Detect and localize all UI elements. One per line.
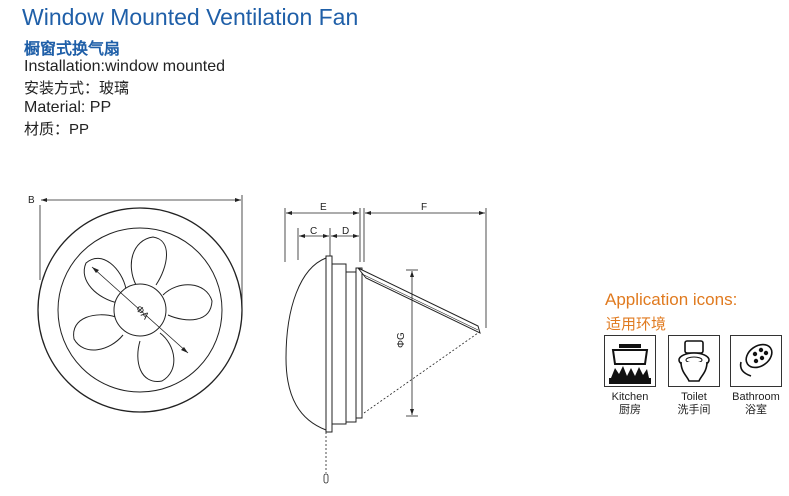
kitchen-icon: [604, 335, 656, 387]
dim-d-arrow-right: [353, 234, 359, 238]
dim-f-label: F: [421, 202, 427, 213]
dim-b-arrow-right: [235, 198, 241, 202]
application-item-kitchen: Kitchen 厨房: [598, 335, 662, 417]
dim-a-arrow-end: [181, 347, 188, 353]
fan-blades: [73, 236, 213, 382]
application-item-toilet: Toilet 洗手间: [662, 335, 726, 417]
inner-ring: [57, 227, 223, 393]
fan-body-rear: [331, 263, 347, 425]
shutter-flap-edge: [361, 273, 479, 331]
material-en: Material: PP: [24, 99, 112, 116]
outer-ring: [37, 207, 243, 413]
application-label-bathroom-cn: 浴室: [745, 404, 767, 416]
application-label-toilet-cn: 洗手间: [677, 404, 711, 416]
dim-f-arrow-left: [365, 211, 371, 215]
fan-body-back: [345, 271, 357, 423]
dim-g-arrow-top: [410, 271, 414, 277]
dim-c-arrow-left: [299, 234, 305, 238]
application-label-toilet: Toilet: [681, 391, 707, 403]
fan-body-front: [285, 257, 327, 431]
pull-cord-handle: [323, 473, 329, 484]
application-item-bathroom: Bathroom 浴室: [724, 335, 788, 417]
dim-e-label: E: [320, 202, 327, 213]
dim-c-label: C: [310, 226, 317, 237]
dim-f-arrow-right: [479, 211, 485, 215]
shutter-flap: [357, 267, 481, 334]
side-view-drawing: E F C D ΦG: [284, 202, 487, 484]
dim-b-label: B: [28, 195, 35, 206]
dim-d-arrow-left: [331, 234, 337, 238]
dim-a-line: [91, 266, 189, 354]
dim-e-arrow-right: [353, 211, 359, 215]
fan-body-rim: [325, 255, 333, 433]
dim-e-arrow-left: [286, 211, 292, 215]
dim-a-arrow-start: [92, 267, 99, 273]
application-label-kitchen-cn: 厨房: [619, 404, 641, 416]
installation-cn: 安装方式：玻璃: [24, 80, 130, 97]
dim-g-arrow-bottom: [410, 409, 414, 415]
toilet-icon: [668, 335, 720, 387]
window-glass: [355, 267, 363, 419]
application-title-cn: 适用环境: [606, 316, 667, 333]
application-label-bathroom: Bathroom: [732, 391, 780, 403]
material-cn: 材质：PP: [24, 121, 90, 138]
shutter-swing-path: [363, 332, 479, 414]
page-subtitle-cn: 橱窗式换气扇: [24, 41, 121, 58]
shower-icon: [730, 335, 782, 387]
application-title: Application icons:: [605, 290, 738, 309]
page-title: Window Mounted Ventilation Fan: [22, 4, 359, 30]
front-view-drawing: B ΦA: [28, 195, 243, 413]
dim-b-arrow-left: [41, 198, 47, 202]
application-label-kitchen: Kitchen: [611, 391, 649, 403]
installation-en: Installation:window mounted: [24, 58, 226, 75]
dim-c-arrow-right: [323, 234, 329, 238]
dim-g-label: ΦG: [396, 332, 407, 348]
dim-d-label: D: [342, 226, 349, 237]
